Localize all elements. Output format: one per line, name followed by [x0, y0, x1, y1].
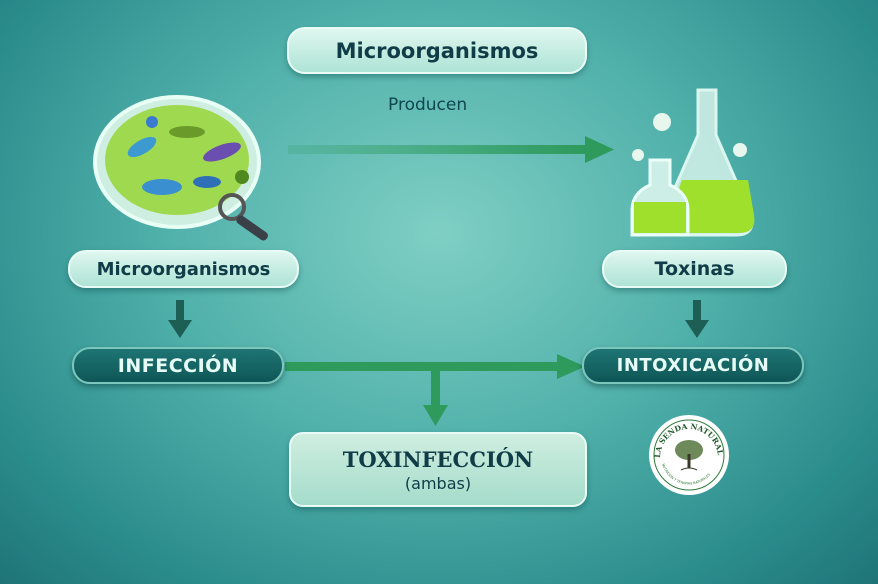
- toxinas-to-intoxicacion-arrow: [685, 300, 709, 338]
- toxinfeccion-sublabel: (ambas): [404, 473, 472, 493]
- magnifying-glass-icon: [218, 193, 268, 241]
- toxinas-label: Toxinas: [654, 258, 735, 280]
- la-senda-natural-logo: LA SENDA NATURAL NUTRICIÓN Y TERAPIAS NA…: [649, 415, 729, 495]
- toxinas-node: Toxinas: [602, 250, 787, 288]
- intoxicacion-label: INTOXICACIÓN: [616, 355, 770, 376]
- toxinfeccion-node: TOXINFECCIÓN (ambas): [289, 432, 587, 507]
- skull-icon: [632, 113, 747, 161]
- to-toxinfeccion-arrow: [423, 366, 448, 426]
- producen-arrow: [288, 136, 614, 163]
- relation-label: Producen: [388, 95, 468, 115]
- title-box: Microorganismos: [287, 27, 587, 74]
- infeccion-node: INFECCIÓN: [72, 347, 284, 384]
- toxinfeccion-label: TOXINFECCIÓN: [342, 446, 534, 472]
- title: Microorganismos: [335, 38, 539, 63]
- microorganismos-label: Microorganismos: [96, 258, 271, 280]
- infeccion-to-intoxicacion-arrow: [285, 354, 585, 379]
- flask-icon: [630, 88, 755, 237]
- micro-to-infeccion-arrow: [168, 300, 192, 338]
- intoxicacion-node: INTOXICACIÓN: [582, 347, 804, 384]
- infeccion-label: INFECCIÓN: [117, 354, 239, 377]
- microorganismos-node: Microorganismos: [68, 250, 299, 288]
- petri-dish-icon: [93, 95, 268, 241]
